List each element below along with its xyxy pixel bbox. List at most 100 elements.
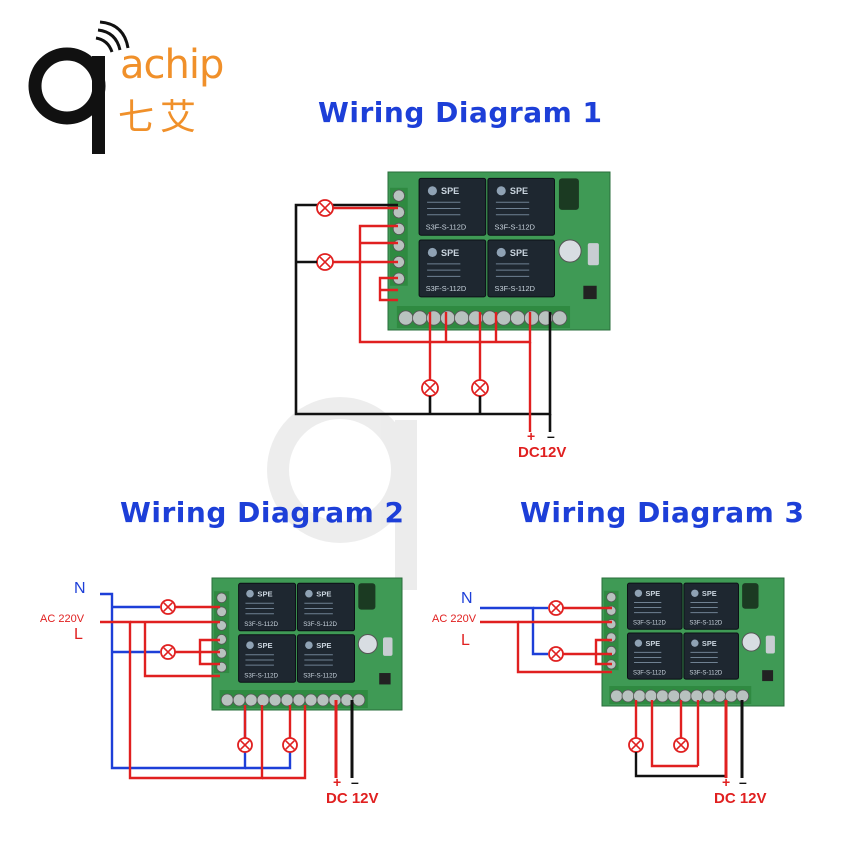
- terminal-screw: [496, 310, 512, 326]
- relay-brand: SPE: [257, 590, 272, 599]
- terminal-screw: [454, 310, 470, 326]
- relay-model: S3F-S-112D: [633, 621, 667, 627]
- relay-brand: SPE: [257, 641, 272, 650]
- d2-ac-label: AC 220V: [40, 613, 85, 625]
- terminal-screw: [606, 592, 617, 603]
- terminal-screw: [656, 689, 669, 703]
- terminal-screw: [244, 693, 258, 707]
- d3-minus-label: –: [739, 774, 747, 790]
- terminal-screw: [621, 689, 635, 703]
- learn-button: [583, 285, 597, 300]
- brand-chinese: 七艾: [118, 97, 203, 138]
- relay-model: S3F-S-112D: [303, 673, 337, 680]
- terminal-screw: [610, 689, 623, 703]
- lamp-icon: [673, 737, 689, 753]
- terminal-block-left: [604, 590, 619, 671]
- terminal-screw: [412, 310, 428, 326]
- terminal-screw: [552, 310, 568, 326]
- relay-brand: SPE: [510, 248, 528, 258]
- wiring-diagram-3: SPE S3F-S-112D SPE S3F-S-112D SPE S3F-S-112D S…: [480, 577, 785, 778]
- terminal-screw: [426, 310, 442, 326]
- crystal: [765, 635, 775, 654]
- lamp-icon: [282, 737, 298, 753]
- terminal-screw: [510, 310, 526, 326]
- relay: SPE S3F-S-112D: [683, 632, 740, 680]
- relay-brand: SPE: [645, 589, 660, 598]
- relay: SPE S3F-S-112D: [297, 582, 355, 632]
- terminal-screw: [316, 693, 330, 707]
- antenna-coil: [558, 178, 579, 210]
- terminal-block-left: [214, 591, 230, 674]
- relay-brand: SPE: [441, 186, 459, 196]
- relay: SPE S3F-S-112D: [238, 582, 297, 632]
- relay-model: S3F-S-112D: [303, 621, 337, 628]
- capacitor: [357, 634, 378, 654]
- d1-plus-label: +: [527, 428, 536, 444]
- relay-model: S3F-S-112D: [426, 223, 466, 232]
- relay: SPE S3F-S-112D: [418, 239, 487, 298]
- diagram-1-title: Wiring Diagram 1: [318, 96, 603, 129]
- lamp-icon: [548, 646, 564, 662]
- relay: SPE S3F-S-112D: [418, 177, 487, 236]
- terminal-screw: [220, 693, 234, 707]
- lamp-icon: [471, 379, 489, 397]
- terminal-screw: [304, 693, 318, 707]
- terminal-screw: [392, 189, 405, 202]
- terminal-screw: [482, 310, 498, 326]
- terminal-screw: [392, 239, 405, 252]
- relay-brand: SPE: [702, 639, 717, 648]
- relay-brand: SPE: [441, 248, 459, 258]
- terminal-screw: [398, 310, 414, 326]
- lamp-icon: [316, 199, 334, 217]
- watermark-logo: [267, 397, 417, 590]
- relay-model: S3F-S-112D: [244, 621, 278, 628]
- learn-button: [762, 670, 774, 682]
- wire: [480, 620, 612, 674]
- relay-model: S3F-S-112D: [495, 284, 535, 293]
- terminal-screw: [701, 689, 715, 703]
- terminal-screw: [713, 689, 727, 703]
- relay-brand: SPE: [316, 590, 331, 599]
- relay-model: S3F-S-112D: [426, 284, 466, 293]
- terminal-screw: [392, 206, 405, 219]
- wire: [100, 620, 264, 780]
- antenna-coil: [742, 583, 759, 609]
- wire: [594, 638, 612, 666]
- relay: SPE S3F-S-112D: [626, 632, 683, 680]
- wire: [358, 224, 532, 344]
- diagram-2-title: Wiring Diagram 2: [120, 496, 405, 529]
- terminal-screw: [256, 693, 270, 707]
- d2-live-label: L: [74, 626, 83, 643]
- terminal-screw: [268, 693, 282, 707]
- terminal-screw: [232, 693, 246, 707]
- antenna-coil: [358, 583, 376, 610]
- lamp-icon: [628, 737, 644, 753]
- d2-neutral-label: N: [74, 580, 86, 597]
- relay-brand: SPE: [316, 641, 331, 650]
- lamp-icon: [160, 644, 176, 660]
- terminal-screw: [216, 592, 227, 604]
- relay: SPE S3F-S-112D: [487, 239, 555, 298]
- d2-plus-label: +: [333, 774, 342, 790]
- terminal-screw: [280, 693, 294, 707]
- relay-model: S3F-S-112D: [689, 621, 723, 627]
- crystal: [587, 243, 599, 266]
- wire: [262, 705, 307, 780]
- capacitor: [558, 239, 582, 263]
- d3-plus-label: +: [722, 774, 731, 790]
- relay: SPE S3F-S-112D: [297, 634, 355, 683]
- wiring-diagram-2: SPES3F-S-112DSPES3F-S-112DSPES3F-S-112DS…: [100, 577, 403, 780]
- relay-brand: SPE: [645, 639, 660, 648]
- relay-model: S3F-S-112D: [633, 671, 667, 677]
- crystal: [383, 637, 393, 656]
- d3-neutral-label: N: [461, 590, 473, 607]
- receiver-board: SPES3F-S-112DSPES3F-S-112DSPES3F-S-112DS…: [211, 577, 403, 711]
- wire: [480, 606, 548, 656]
- terminal-screw: [216, 606, 227, 617]
- d1-power-label: DC12V: [518, 444, 567, 461]
- terminal-screw: [352, 693, 366, 707]
- wire: [198, 638, 220, 666]
- relay-model: S3F-S-112D: [689, 671, 723, 677]
